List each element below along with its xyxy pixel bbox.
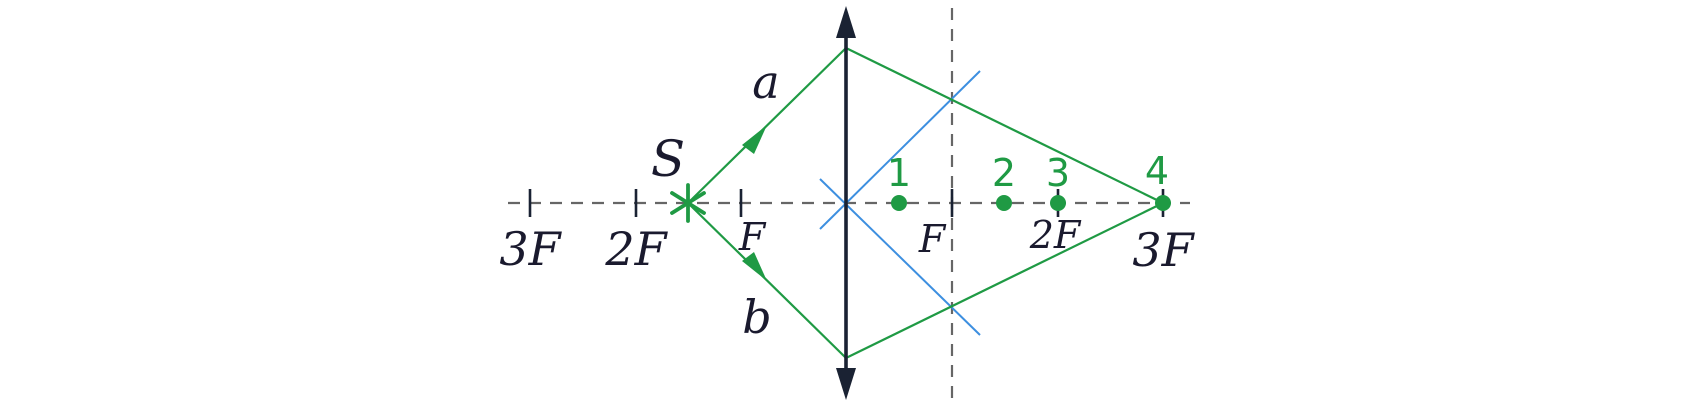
converging-lens (836, 6, 856, 400)
ray-a-incident (687, 47, 847, 204)
image-points (891, 195, 1171, 211)
ray-b-refracted (845, 202, 1164, 359)
ray-a-label: a (752, 55, 779, 109)
point-3-label: 3 (1046, 151, 1070, 195)
label-right-2f: 2F (1029, 213, 1082, 257)
source-label: S (651, 130, 685, 188)
label-left-3f: 3F (499, 222, 562, 276)
point-4 (1155, 195, 1171, 211)
point-2 (996, 195, 1012, 211)
ray-a-refracted (845, 47, 1164, 204)
label-right-f: F (918, 217, 947, 261)
point-1-label: 1 (887, 151, 911, 195)
point-4-label: 4 (1145, 149, 1169, 193)
source-star-icon (670, 183, 706, 223)
point-1 (891, 195, 907, 211)
label-right-3f: 3F (1132, 223, 1195, 277)
ray-b-arrow-icon (742, 252, 767, 281)
rays (687, 47, 1164, 359)
ray-b-incident (687, 202, 847, 359)
lens-top-arrow-icon (836, 6, 856, 38)
label-left-f: F (738, 215, 767, 259)
ray-b-label: b (742, 290, 771, 344)
point-2-label: 2 (992, 151, 1016, 195)
ray-a-arrow-icon (742, 125, 767, 154)
lens-bottom-arrow-icon (836, 368, 856, 400)
label-left-2f: 2F (604, 222, 668, 276)
point-3 (1050, 195, 1066, 211)
